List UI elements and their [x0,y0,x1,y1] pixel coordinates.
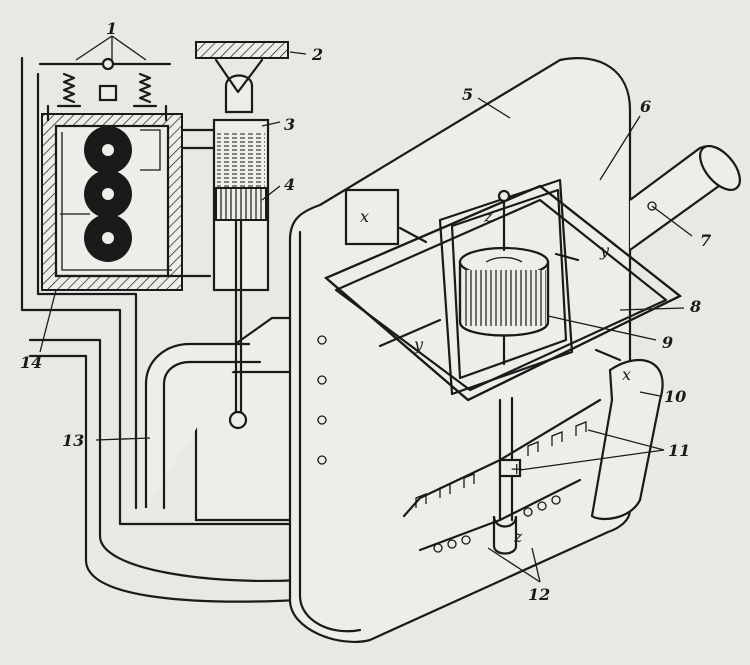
axis-y-left: y [413,335,424,354]
callout-5: 5 [462,85,473,104]
axis-x-upper: x [360,207,369,226]
axis-z-lower: z [513,527,523,546]
callout-8: 8 [689,297,701,316]
inner-gimbal-6 [438,178,574,396]
callout-1: 1 [106,19,117,38]
outer-gimbal-8 [323,184,683,402]
gyro-rotor-9 [458,198,550,366]
callout-4: 4 [284,175,295,194]
callout-12: 12 [528,585,550,604]
servo-cylinder [195,41,289,430]
callout-3: 3 [284,115,295,134]
tube-7 [629,145,741,251]
switch-arc-10 [590,358,664,520]
axis-z-upper: z [483,207,493,226]
contact-strips [402,396,602,555]
axis-y-right: y [599,241,610,260]
callout-2: 2 [311,45,323,64]
callout-9: 9 [662,333,673,352]
callout-14: 14 [20,353,42,372]
leader-lines [39,35,693,583]
axis-letters: x z y y x z + [360,207,631,546]
callout-13: 13 [62,431,84,450]
callout-11: 11 [668,441,690,460]
polarity-plus: + [510,459,523,478]
axis-pins [344,188,622,362]
axis-x-lower: x [622,365,631,384]
gear-pumps [84,126,132,262]
return-pipes [20,56,362,603]
callout-6: 6 [640,97,651,116]
pump-housing [38,57,216,291]
callout-7: 7 [700,231,711,250]
callout-labels: 1 2 3 4 5 6 7 8 9 10 11 12 13 14 [20,19,711,604]
callout-10: 10 [664,387,686,406]
